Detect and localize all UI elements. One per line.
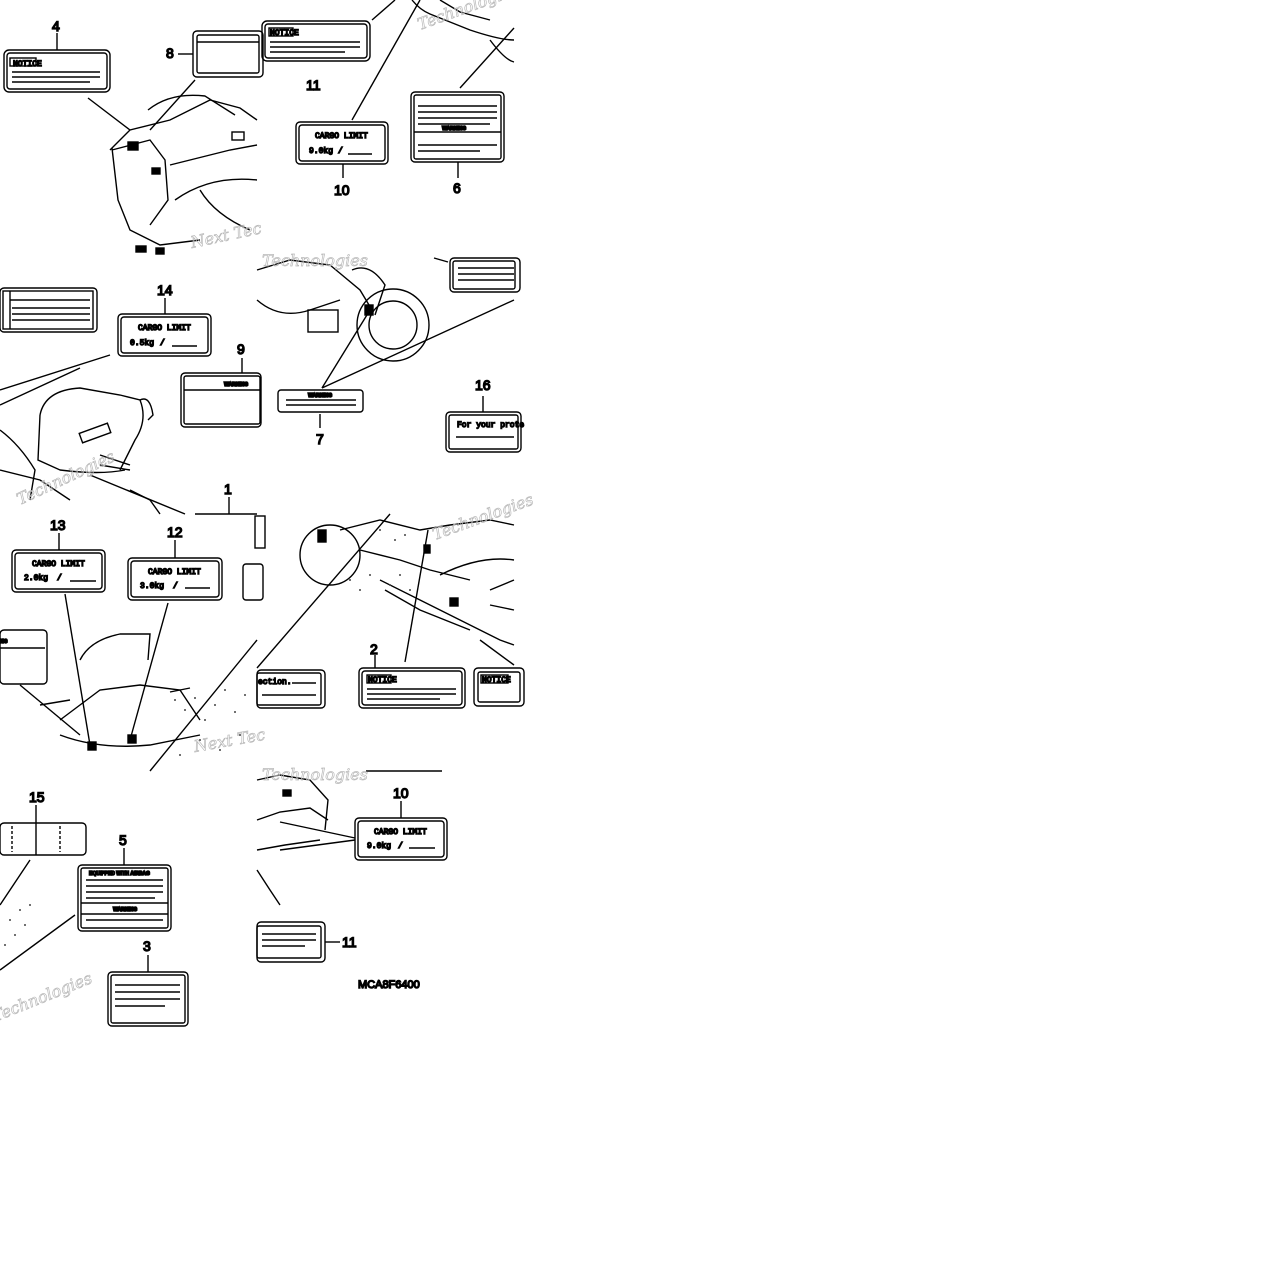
watermark-4: Technologies: [262, 251, 368, 270]
callout-7: 7: [316, 431, 324, 447]
label-14-cargo-limit: CARGO LIMIT: [138, 324, 191, 333]
part-code: MCA8F6400: [358, 979, 420, 991]
callout-11b: 11: [342, 934, 357, 950]
label-16-text: For your prote: [457, 421, 524, 430]
callout-16: 16: [475, 377, 491, 393]
callout-14: 14: [157, 282, 173, 298]
label-11-notice: NOTICE: [270, 29, 299, 38]
watermark-8: Technologies: [262, 765, 368, 784]
callout-13: 13: [50, 517, 66, 533]
label-14-weight: 0.5kg: [130, 339, 154, 348]
label-12-outline: [127, 557, 223, 601]
tile-handlebars: [0, 497, 266, 772]
label-15-outline: [0, 822, 87, 856]
stipple-area-6: [349, 529, 411, 591]
label-10b-outline: [354, 817, 448, 861]
tile-rear-trunk: [3, 30, 264, 255]
label-10b-weight: 9.0kg: [367, 842, 391, 851]
label-10-outline: [295, 121, 389, 165]
callout-1: 1: [224, 481, 232, 497]
label-11b-outline: [256, 921, 326, 963]
label-7-outline: [277, 389, 364, 413]
label-4-notice: NOTICE: [13, 60, 42, 69]
callout-10b: 10: [393, 785, 409, 801]
callout-8: 8: [166, 45, 174, 61]
watermark-7: Technologies: [0, 968, 95, 1025]
svg-text:/: /: [173, 582, 178, 591]
tile-front-fork: [256, 257, 522, 453]
tile-front-cockpit: [0, 287, 262, 515]
tile-side-cover: [256, 770, 448, 963]
callout-3: 3: [143, 938, 151, 954]
svg-text:/: /: [160, 339, 165, 348]
stipple-area-5: [174, 689, 246, 756]
callout-15: 15: [29, 789, 45, 805]
callout-5: 5: [119, 832, 127, 848]
label-12-cargo-limit: CARGO LIMIT: [148, 568, 201, 577]
svg-text:/: /: [398, 842, 403, 851]
label-10-cargo-limit: CARGO LIMIT: [315, 132, 368, 141]
label-9-warning: WARNING: [224, 382, 248, 388]
label-9-outline: [180, 372, 262, 428]
callout-9: 9: [237, 341, 245, 357]
svg-text:/: /: [57, 574, 62, 583]
tile-fairing-side: [0, 805, 189, 1027]
label-16-outline: [445, 411, 522, 453]
label-12-weight: 3.0kg: [140, 582, 164, 591]
callout-12: 12: [167, 524, 183, 540]
callout-10: 10: [334, 182, 350, 198]
watermark-1: Next Tec: [188, 218, 263, 252]
label-8-outline: [192, 30, 264, 78]
label-13-outline: [11, 549, 106, 593]
label-10b-cargo-limit: CARGO LIMIT: [374, 828, 427, 837]
label-13-cargo-limit: CARGO LIMIT: [32, 560, 85, 569]
label-partial-warning: NG: [0, 639, 8, 645]
label-7-warning: WARNING: [308, 393, 332, 399]
label-5-warning: WARNING: [113, 907, 137, 913]
label-2-outline: [358, 667, 466, 709]
callout-6: 6: [453, 180, 461, 196]
callout-11: 11: [306, 77, 321, 93]
label-14-outline: [117, 313, 212, 357]
label-notice-partial: NOTICE: [482, 676, 511, 685]
stipple-area-7: [4, 904, 31, 946]
label-4-outline: [3, 49, 111, 93]
label-10-weight: 9.0kg: [309, 147, 333, 156]
label-13-weight: 2.0kg: [24, 574, 48, 583]
callout-4: 4: [52, 18, 60, 34]
svg-text:/: /: [338, 147, 343, 156]
watermark-6: Technologies: [430, 490, 536, 544]
label-6-warning: WARNING: [442, 126, 466, 132]
tile-rear-seat: [261, 0, 515, 178]
label-2-notice: NOTICE: [368, 676, 397, 685]
tile-engine-side: [256, 513, 525, 709]
label-5-header: EQUIPPED WITH AIRBAG: [89, 871, 150, 877]
label-protection-tail: ection.: [258, 678, 292, 687]
callout-2: 2: [370, 641, 378, 657]
watermark-5: Next Tec: [191, 725, 266, 756]
label-11-outline: [261, 20, 371, 62]
